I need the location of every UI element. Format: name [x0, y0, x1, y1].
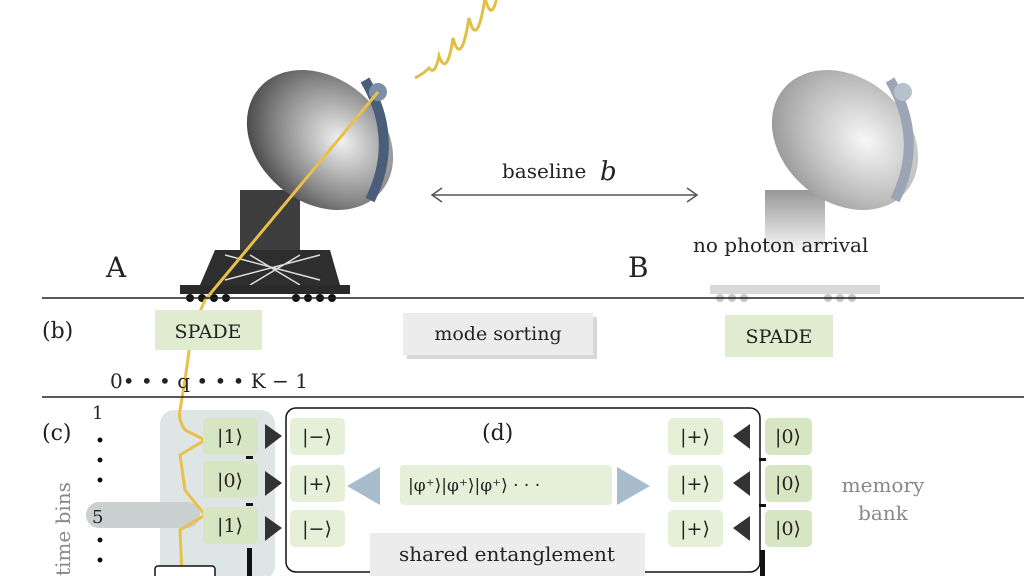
- spade-a-label: SPADE: [175, 321, 242, 343]
- spade-b-box: [725, 315, 833, 357]
- mode-sorting-label: mode sorting: [434, 323, 561, 345]
- baseline-arrow: [430, 187, 699, 203]
- right-state: |+⟩: [680, 518, 710, 540]
- spade-a-box: [155, 310, 262, 350]
- telescope-a: [180, 69, 394, 302]
- telescope-b: [710, 69, 919, 302]
- label-a: A: [105, 251, 127, 284]
- panel-c-label: (c): [42, 421, 72, 446]
- detector-state: |1⟩: [217, 426, 243, 448]
- bin-dots: [97, 437, 103, 563]
- spade-b-label: SPADE: [746, 326, 813, 348]
- shared-entanglement-box: [370, 533, 645, 576]
- selected-bin-highlight: [86, 502, 200, 528]
- photon-path-c: [178, 409, 209, 576]
- panel-d-label: (d): [482, 421, 513, 446]
- memory-column: |0⟩ |0⟩ |0⟩: [733, 418, 812, 576]
- right-state-column: |+⟩ |+⟩ |+⟩: [668, 418, 723, 547]
- bell-state-box: [400, 465, 612, 505]
- left-state-column: |−⟩ |+⟩ |−⟩: [290, 418, 345, 547]
- baseline-label: baseline: [502, 159, 586, 183]
- baseline-var: b: [600, 157, 617, 187]
- right-state: |+⟩: [680, 473, 710, 495]
- memory-label-1: memory: [842, 473, 925, 497]
- no-photon-label: no photon arrival: [693, 233, 868, 257]
- panel-b-label: (b): [42, 319, 73, 344]
- detector-column: |1⟩ |0⟩ |1⟩: [203, 418, 282, 576]
- left-state: |−⟩: [302, 426, 332, 448]
- memory-state: |0⟩: [775, 426, 801, 448]
- memory-state: |0⟩: [775, 518, 801, 540]
- bin-first: 1: [92, 403, 103, 424]
- photon-wave: [414, 0, 498, 80]
- right-state: |+⟩: [680, 426, 710, 448]
- bin-selected: 5: [92, 507, 103, 528]
- left-state: |−⟩: [302, 518, 332, 540]
- memory-state: |0⟩: [775, 473, 801, 495]
- time-bins-label: time bins: [51, 482, 75, 576]
- detector-state: |0⟩: [217, 470, 243, 492]
- label-b: B: [628, 251, 649, 284]
- left-state: |+⟩: [302, 473, 332, 495]
- bell-states: |φ⁺⟩|φ⁺⟩|φ⁺⟩ · · ·: [408, 476, 540, 496]
- mode-sorting-box: [403, 313, 593, 355]
- left-triangle: [347, 467, 380, 505]
- memory-label-2: bank: [858, 501, 909, 525]
- shared-entanglement-label: shared entanglement: [399, 542, 615, 566]
- right-triangle: [617, 467, 650, 505]
- detector-state: |1⟩: [217, 515, 243, 537]
- mode-index: 0• • • q • • • K − 1: [110, 369, 308, 393]
- small-box: [154, 565, 216, 576]
